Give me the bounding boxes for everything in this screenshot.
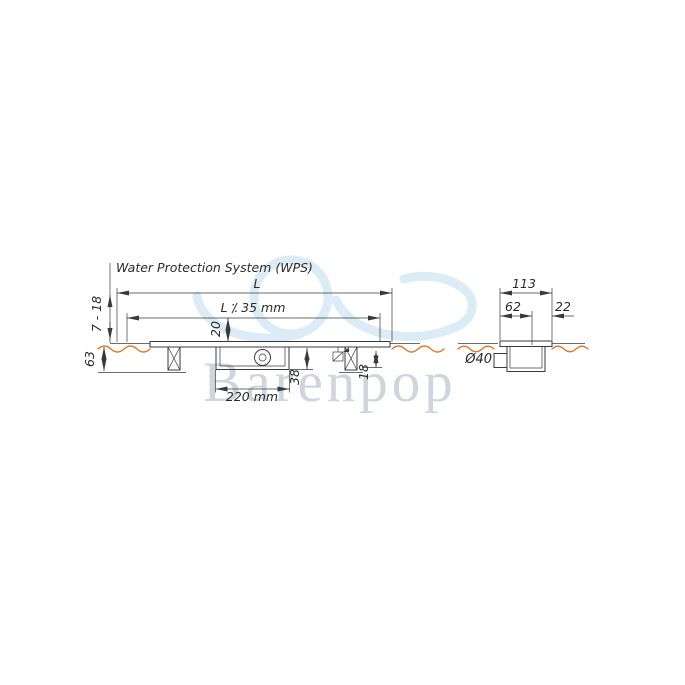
end-flange <box>499 340 553 347</box>
dim-body-width-label: 62 <box>505 299 521 314</box>
dim-top-depth: 20 <box>208 318 231 342</box>
gutter-outer <box>215 347 290 370</box>
outlet-circle-inner <box>258 353 267 362</box>
dim-overall-width-label: 113 <box>512 276 536 291</box>
dim-foot-height: 18 <box>356 351 382 380</box>
dim-gutter-width-label: 220 mm <box>226 389 278 404</box>
dim-length-minus-35: L ⁒ 35 mm <box>126 300 381 342</box>
dim-overhang-label: 22 <box>555 299 571 314</box>
dim-tile-range: 7 - 18 <box>89 295 113 340</box>
dim-gutter-width: 220 mm <box>215 370 290 404</box>
side-view: Water Protection System (WPS) L L ⁒ 35 m… <box>82 260 445 404</box>
dim-length-minus-label: L ⁒ 35 mm <box>221 300 286 315</box>
adjustable-foot-left <box>167 346 181 371</box>
dim-length: L <box>116 276 393 342</box>
channel-flange <box>149 341 391 348</box>
dim-body-width: 62 <box>500 299 533 345</box>
channel-body <box>110 341 420 373</box>
break-line-end-right <box>551 345 589 353</box>
dim-total-depth-label: 63 <box>82 351 97 367</box>
watermark: Barenpop <box>192 255 477 414</box>
watermark-text: Barenpop <box>203 351 457 414</box>
end-view-body: Ø40 <box>458 340 585 372</box>
dim-gutter-depth: 38 <box>287 348 313 385</box>
dim-overhang: 22 <box>552 299 574 319</box>
dim-outlet-label: Ø40 <box>464 352 492 367</box>
dim-tile-range-label: 7 - 18 <box>89 296 104 332</box>
dim-foot-height-label: 18 <box>356 364 371 380</box>
dim-gutter-depth-label: 38 <box>287 369 302 385</box>
gutter-inner <box>219 347 286 367</box>
break-line-end-left <box>457 345 495 353</box>
break-line-left <box>97 345 151 353</box>
end-view: 113 62 22 Ø40 <box>457 276 589 372</box>
watermark-logo-swoosh-right <box>331 271 477 342</box>
break-line-right <box>391 345 445 353</box>
dim-length-label: L <box>254 276 261 291</box>
dim-top-depth-label: 20 <box>208 321 223 337</box>
watermark-logo-swoosh-left <box>192 291 305 343</box>
fixing-clamp <box>332 347 349 362</box>
wps-title: Water Protection System (WPS) <box>116 260 313 275</box>
dim-total-depth: 63 <box>82 347 186 373</box>
outlet-pipe <box>493 353 508 368</box>
outlet-circle <box>254 349 271 366</box>
